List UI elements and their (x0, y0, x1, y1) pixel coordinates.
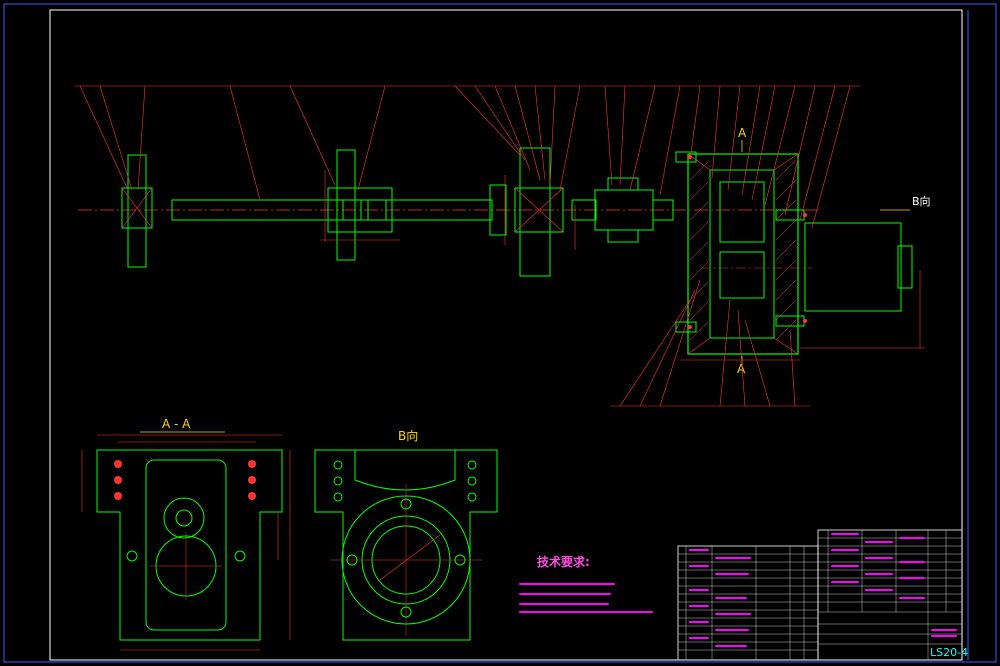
sheet-border-outer (3, 3, 997, 663)
view-b-outline (314, 449, 498, 641)
gearbox-housing (687, 153, 799, 355)
middle-support-plate (336, 149, 356, 261)
section-marker-top: A (738, 126, 747, 140)
parts-list-and-title-block: LS20-4 (677, 529, 968, 661)
lower-gear (719, 251, 765, 299)
technical-requirements-title: 技术要求: (537, 554, 590, 569)
screw-nut (327, 187, 393, 233)
left-bearing-plate (127, 154, 147, 268)
section-marker-bottom: A (737, 362, 746, 376)
main-assembly-view: A A B向 (74, 85, 931, 407)
section-a-a-cavity (145, 459, 227, 631)
section-a-a-title: A - A (162, 417, 191, 431)
drive-motor (804, 222, 902, 312)
upper-gear (719, 181, 765, 243)
right-bearing (514, 187, 564, 233)
main-shaft (171, 199, 493, 221)
gearbox-cavity (709, 169, 775, 339)
view-b-direction-label: B向 (912, 194, 931, 208)
section-a-a-small-gear (163, 497, 205, 539)
section-a-a-outline (96, 449, 283, 641)
view-b-title: B向 (398, 428, 418, 443)
drawing-number: LS20-4 (930, 646, 968, 659)
view-b: B向 (314, 428, 498, 641)
sheet-border-inner (49, 9, 963, 661)
technical-requirements: 技术要求: (519, 554, 653, 613)
section-a-a-view: A - A (81, 417, 291, 651)
left-bearing (121, 187, 153, 229)
right-bearing-plate (519, 147, 551, 277)
